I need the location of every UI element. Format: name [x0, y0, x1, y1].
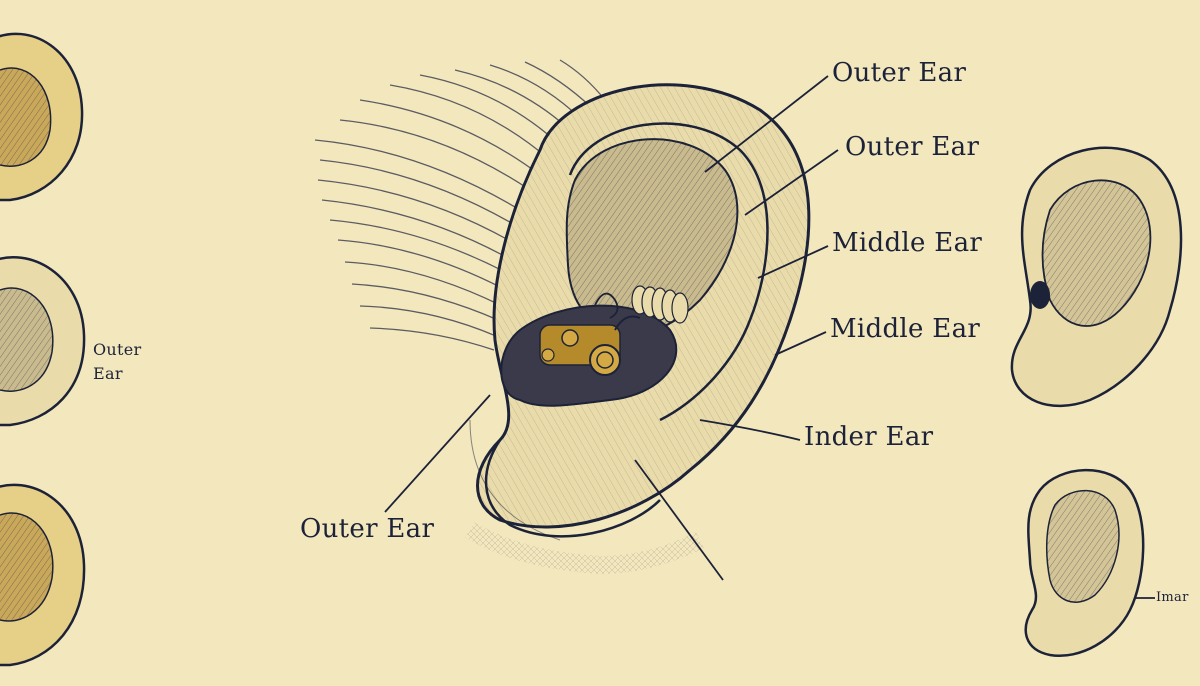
label-side-ear: Ear	[93, 364, 123, 383]
label-outer-ear-top: Outer Ear	[832, 58, 967, 88]
antihelix-ridge	[568, 122, 769, 422]
label-outer-ear-bottom: Outer Ear	[300, 514, 435, 544]
left-ear-bottom	[0, 483, 86, 667]
leader-lines	[384, 75, 1155, 599]
label-inder-ear: Inder Ear	[804, 422, 934, 452]
label-side-outer: Outer	[93, 340, 142, 359]
left-ear-middle	[0, 256, 86, 427]
right-ear-lower	[1024, 468, 1145, 658]
right-side-ears	[1010, 146, 1183, 658]
left-side-ears	[0, 32, 86, 667]
right-ear-upper	[1010, 146, 1183, 408]
label-middle-ear-second: Middle Ear	[830, 314, 981, 344]
left-ear-top	[0, 32, 84, 202]
main-ear	[465, 83, 811, 575]
inner-ear-mechanism	[539, 285, 689, 376]
hair-strokes	[314, 59, 606, 351]
label-outer-ear-second: Outer Ear	[845, 132, 980, 162]
label-side-imar: Imar	[1156, 590, 1189, 605]
ear-lobe	[484, 439, 661, 538]
label-middle-ear-first: Middle Ear	[832, 228, 983, 258]
